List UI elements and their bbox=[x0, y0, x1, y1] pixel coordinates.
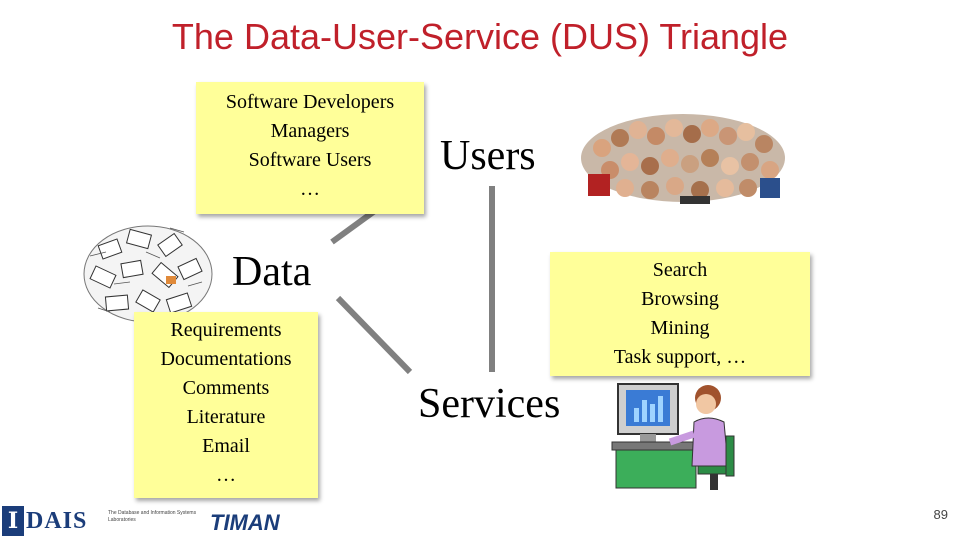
note-item: … bbox=[216, 464, 236, 486]
page-title: The Data-User-Service (DUS) Triangle bbox=[171, 16, 789, 57]
note-item: Comments bbox=[182, 377, 270, 399]
services-note: Search Browsing Mining Task support, … bbox=[550, 252, 810, 376]
illinois-logo-icon: I bbox=[2, 506, 24, 536]
data-label: Data bbox=[232, 249, 312, 295]
paper-pile-icon bbox=[83, 225, 213, 323]
users-label: Users bbox=[440, 133, 536, 179]
note-item: Requirements bbox=[170, 319, 282, 341]
note-item: Managers bbox=[270, 120, 350, 142]
crowd-photo-icon bbox=[581, 114, 785, 204]
services-label: Services bbox=[418, 381, 561, 427]
note-item: Task support, … bbox=[613, 346, 747, 368]
dais-subtitle: The Database and Information Systems Lab… bbox=[108, 510, 197, 523]
note-item: Browsing bbox=[641, 288, 719, 310]
woman-at-computer-icon bbox=[611, 383, 735, 490]
connector-data-services bbox=[335, 295, 413, 375]
note-item: Search bbox=[652, 259, 708, 281]
timan-logo: TIMAN bbox=[210, 510, 280, 535]
note-item: Literature bbox=[186, 406, 266, 428]
note-item: Mining bbox=[650, 317, 710, 339]
footer-logos: I DAIS The Database and Information Syst… bbox=[0, 496, 290, 540]
page-number: 89 bbox=[933, 507, 948, 522]
note-item: … bbox=[300, 178, 320, 200]
data-note: Requirements Documentations Comments Lit… bbox=[134, 312, 318, 498]
note-item: Email bbox=[202, 435, 250, 457]
note-item: Software Developers bbox=[225, 91, 395, 113]
dais-logo: DAIS bbox=[26, 508, 88, 534]
note-item: Documentations bbox=[160, 348, 292, 370]
users-note: Software Developers Managers Software Us… bbox=[196, 82, 424, 214]
note-item: Software Users bbox=[248, 149, 372, 171]
